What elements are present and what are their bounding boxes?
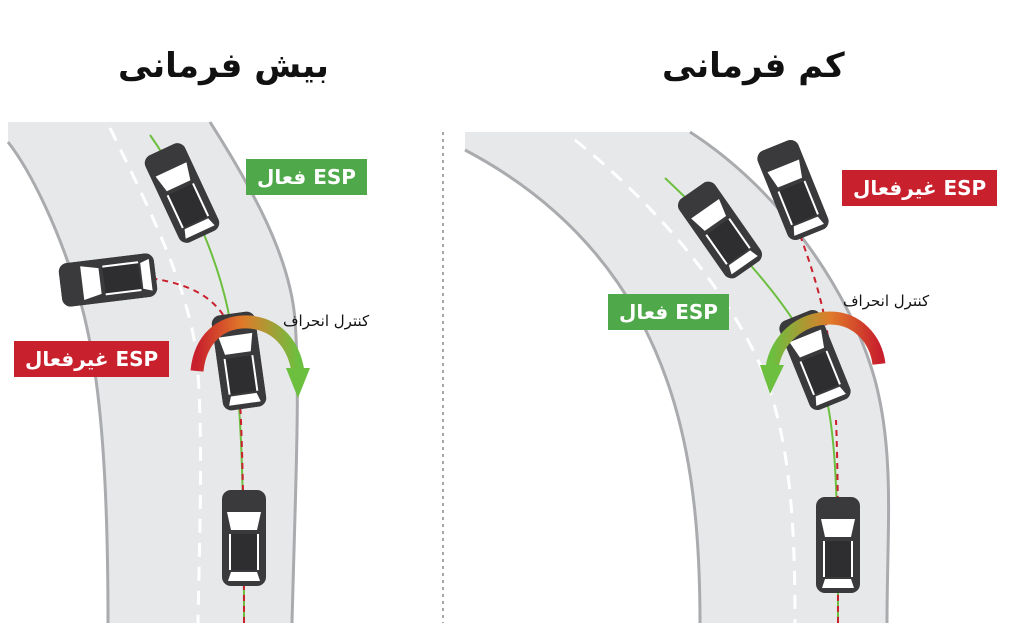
esp-inactive-badge-right: ESP غیرفعال (842, 170, 998, 206)
oversteer-title: بیش فرمانی (118, 46, 329, 86)
yaw-control-label-right: کنترل انحراف (843, 292, 930, 310)
esp-inactive-badge-left: ESP غیرفعال (14, 341, 170, 377)
left-curved-arrow-icon (190, 315, 310, 398)
car-icon (816, 497, 860, 593)
understeer-title: کم فرمانی (662, 46, 845, 86)
yaw-control-label-left: کنترل انحراف (283, 312, 370, 330)
right-road (464, 130, 891, 624)
car-icon (222, 490, 266, 586)
right-curved-arrow-icon (760, 311, 886, 394)
esp-active-badge-left: ESP فعال (246, 159, 367, 195)
esp-active-badge-right: ESP فعال (608, 294, 729, 330)
